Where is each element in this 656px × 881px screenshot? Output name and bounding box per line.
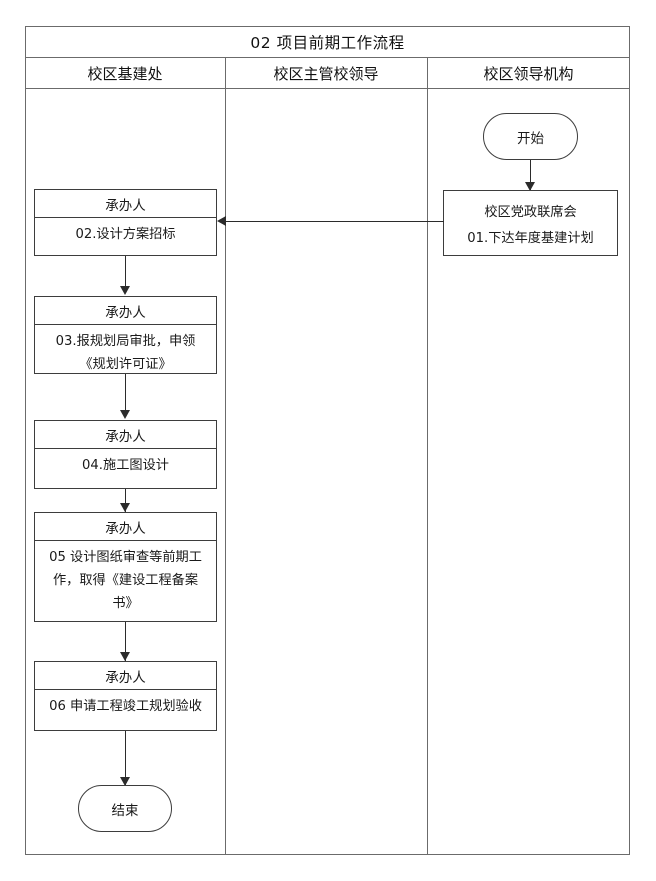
diagram-title: 02 项目前期工作流程 [250, 33, 405, 52]
node-04-text: 04.施工图设计 [82, 458, 169, 473]
node-06-role: 承办人 [35, 662, 216, 690]
node-02-text: 02.设计方案招标 [75, 227, 176, 242]
lane-header-zhuguanxiaolingdao: 校区主管校领导 [273, 64, 379, 83]
connector-start-to-n01 [530, 160, 531, 190]
node-03-baoguihuaju-shenpi[interactable]: 承办人 03.报规划局审批，申领《规划许可证》 [34, 296, 217, 374]
arrowhead-n01-to-n02 [217, 216, 226, 226]
node-02-role: 承办人 [35, 190, 216, 218]
lane-separator-2 [427, 58, 428, 855]
arrowhead-n04-to-n05 [120, 503, 130, 512]
lane-header-row: 校区基建处 校区主管校领导 校区领导机构 [25, 58, 630, 89]
connector-n06-to-end [125, 731, 126, 785]
node-start[interactable]: 开始 [483, 113, 578, 160]
arrowhead-n05-to-n06 [120, 652, 130, 661]
node-06-shenqing-jungong-yanshou[interactable]: 承办人 06 申请工程竣工规划验收 [34, 661, 217, 731]
node-03-text: 03.报规划局审批，申领《规划许可证》 [55, 334, 196, 373]
connector-n02-to-n03 [125, 256, 126, 287]
lane-header-lingdaojigou: 校区领导机构 [483, 64, 574, 83]
node-01-line2: 01.下达年度基建计划 [467, 230, 594, 246]
node-01-dangzheng-lianxihui[interactable]: 校区党政联席会 01.下达年度基建计划 [443, 190, 618, 256]
connector-n05-to-n06 [125, 622, 126, 661]
node-start-label: 开始 [517, 130, 544, 147]
arrowhead-n03-to-n04 [120, 410, 130, 419]
node-03-role: 承办人 [35, 297, 216, 325]
node-04-role: 承办人 [35, 421, 216, 449]
node-end[interactable]: 结束 [78, 785, 172, 832]
connector-n01-to-n02 [226, 221, 444, 222]
arrowhead-n06-to-end [120, 777, 130, 786]
node-04-shigongtu-sheji[interactable]: 承办人 04.施工图设计 [34, 420, 217, 489]
arrowhead-n02-to-n03 [120, 286, 130, 295]
lane-separator-1 [225, 58, 226, 855]
node-05-role: 承办人 [35, 513, 216, 541]
connector-n04-to-n05 [125, 489, 126, 514]
node-01-line1: 校区党政联席会 [484, 205, 577, 220]
node-end-label: 结束 [111, 802, 139, 819]
lane-header-jijianchu: 校区基建处 [87, 64, 163, 83]
diagram-title-row: 02 项目前期工作流程 [25, 26, 630, 58]
node-05-shejituzhi-shencha[interactable]: 承办人 05 设计图纸审查等前期工作，取得《建设工程备案书》 [34, 512, 217, 622]
swimlane-frame [25, 26, 630, 855]
arrowhead-start-to-n01 [525, 182, 535, 191]
connector-n03-to-n04 [125, 374, 126, 411]
node-06-text: 06 申请工程竣工规划验收 [49, 699, 202, 714]
node-05-text: 05 设计图纸审查等前期工作，取得《建设工程备案书》 [49, 550, 202, 612]
node-02-shejifangan-zhaobiao[interactable]: 承办人 02.设计方案招标 [34, 189, 217, 256]
